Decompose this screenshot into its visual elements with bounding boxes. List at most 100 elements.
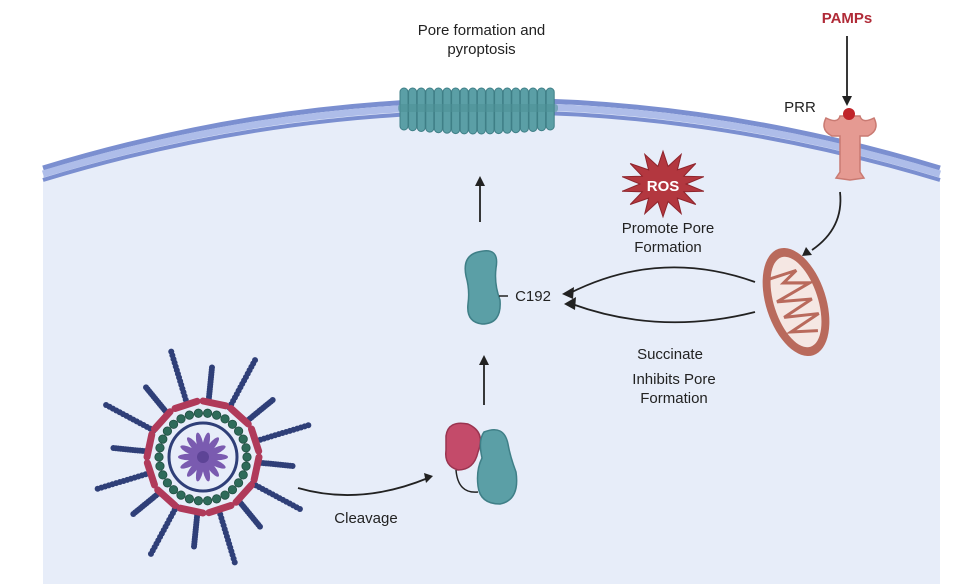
gasdermin-fragment-icon: [464, 250, 508, 325]
inhibits-line-1: Inhibits Pore: [632, 371, 716, 388]
inflammasome-green-bead: [184, 410, 195, 420]
inflammasome-petal: [195, 432, 204, 455]
ros-burst-icon: ROS: [621, 149, 705, 219]
inflammasome-petal: [202, 459, 211, 482]
inflammasome-green-bead: [193, 496, 204, 506]
inflammasome-green-bead: [184, 494, 195, 504]
inhibits-pore-label: Inhibits Pore Formation: [614, 370, 734, 408]
inflammasome-petal: [205, 445, 226, 457]
prr-label: PRR: [784, 99, 816, 116]
mitochondrion-icon: [762, 247, 830, 357]
inflammasome-card-segment: [154, 486, 179, 509]
inflammasome-petal: [195, 459, 204, 482]
inflammasome-bead: [103, 401, 110, 408]
inflammasome-card-segment: [205, 501, 235, 517]
inflammasome-petal: [204, 459, 220, 477]
arrows: [297, 36, 852, 496]
pamps-label: PAMPs: [821, 10, 873, 27]
cleavage-label: Cleavage: [334, 510, 398, 527]
inflammasome-card-segment: [171, 397, 201, 413]
inflammasome-card-segment: [199, 397, 230, 410]
inflammasome-green-bead: [238, 470, 248, 480]
cleavage-arrow: [297, 477, 429, 496]
inflammasome-green-bead: [227, 485, 238, 495]
inflammasome-bead: [296, 506, 303, 513]
inflammasome-card-segment: [151, 408, 174, 433]
pore-formation-label: Pore formation and pyroptosis: [404, 21, 559, 59]
inflammasome-bead: [289, 462, 296, 469]
inflammasome-bead: [231, 559, 238, 566]
inflammasome-green-bead: [193, 408, 204, 418]
inflammasome-bead: [256, 523, 263, 530]
inflammasome-bead: [191, 543, 198, 550]
inflammasome-card-segment: [250, 453, 263, 484]
inflammasome-bead: [94, 485, 101, 492]
inflammasome-bead: [168, 348, 175, 355]
pore-formation-line-2: pyroptosis: [447, 41, 516, 58]
promote-line-1: Promote Pore: [621, 220, 715, 237]
succinate-label: Succinate: [637, 346, 703, 363]
inflammasome-bead: [130, 510, 137, 517]
inflammasome-green-bead: [241, 443, 251, 453]
inflammasome-petal: [186, 437, 202, 455]
inflammasome-bead: [252, 357, 259, 364]
inhibits-line-2: Formation: [640, 390, 708, 407]
promote-line-2: Formation: [634, 239, 702, 256]
inflammasome-green-bead: [202, 408, 213, 418]
inflammasome-card-segment: [247, 425, 263, 455]
ros-label: ROS: [647, 178, 680, 195]
inflammasome-petal: [180, 445, 201, 457]
inflammasome-green-bead: [242, 452, 252, 462]
inflammasome-petal: [205, 457, 226, 469]
inflammasome-petal: [180, 457, 201, 469]
inflammasome-card-segment: [143, 459, 159, 489]
inflammasome-petal: [202, 432, 211, 455]
inflammasome-bead: [110, 445, 117, 452]
gasdermin-full-icon: [445, 422, 518, 505]
pore-band: [398, 104, 558, 112]
promote-pore-label: Promote Pore Formation: [606, 219, 730, 257]
inflammasome-green-bead: [220, 490, 230, 500]
inflammasome-card-segment: [227, 405, 252, 428]
inflammasome-green-bead: [155, 443, 165, 453]
inflammasome-green-bead: [154, 452, 164, 462]
inflammasome-inner-ring: [167, 421, 239, 493]
inflammasome-core: [197, 451, 209, 463]
inflammasome-green-bead: [233, 426, 244, 436]
inflammasome-green-bead: [238, 434, 248, 444]
pore-formation-line-1: Pore formation and: [417, 22, 546, 39]
inflammasome-green-bead: [155, 461, 165, 471]
inflammasome-green-bead: [220, 414, 230, 424]
inflammasome-green-bead: [168, 485, 179, 495]
prr-to-mito-arrow: [811, 191, 842, 251]
prr-receptor-icon: [823, 108, 877, 181]
inflammasome-green-bead: [176, 490, 186, 500]
inflammasome-green-bead: [241, 461, 251, 471]
inhibit-arrow: [571, 303, 756, 324]
inflammasome-green-bead: [211, 410, 222, 420]
inflammasome-bead: [143, 384, 150, 391]
inflammasome-bead: [269, 397, 276, 404]
inflammasome-green-bead: [162, 426, 173, 436]
inflammasome-bead: [305, 422, 312, 429]
inflammasome-green-bead: [162, 478, 173, 488]
inflammasome-green-bead: [211, 494, 222, 504]
inflammasome-card-segment: [176, 504, 207, 517]
inflammasome-icon: [94, 348, 312, 566]
inflammasome-card-segment: [143, 430, 156, 461]
inflammasome-green-bead: [168, 419, 179, 429]
c192-label: C192: [515, 288, 551, 305]
inflammasome-green-bead: [233, 478, 244, 488]
inflammasome-green-bead: [158, 434, 168, 444]
inflammasome-petal: [186, 459, 202, 477]
inflammasome-petal: [204, 437, 220, 455]
inflammasome-green-bead: [176, 414, 186, 424]
inflammasome-bead: [147, 550, 154, 557]
inflammasome-green-bead: [202, 496, 213, 506]
pore-complex-icon: [398, 87, 558, 135]
inflammasome-green-bead: [227, 419, 238, 429]
inflammasome-green-bead: [158, 470, 168, 480]
inflammasome-card-segment: [232, 481, 255, 506]
